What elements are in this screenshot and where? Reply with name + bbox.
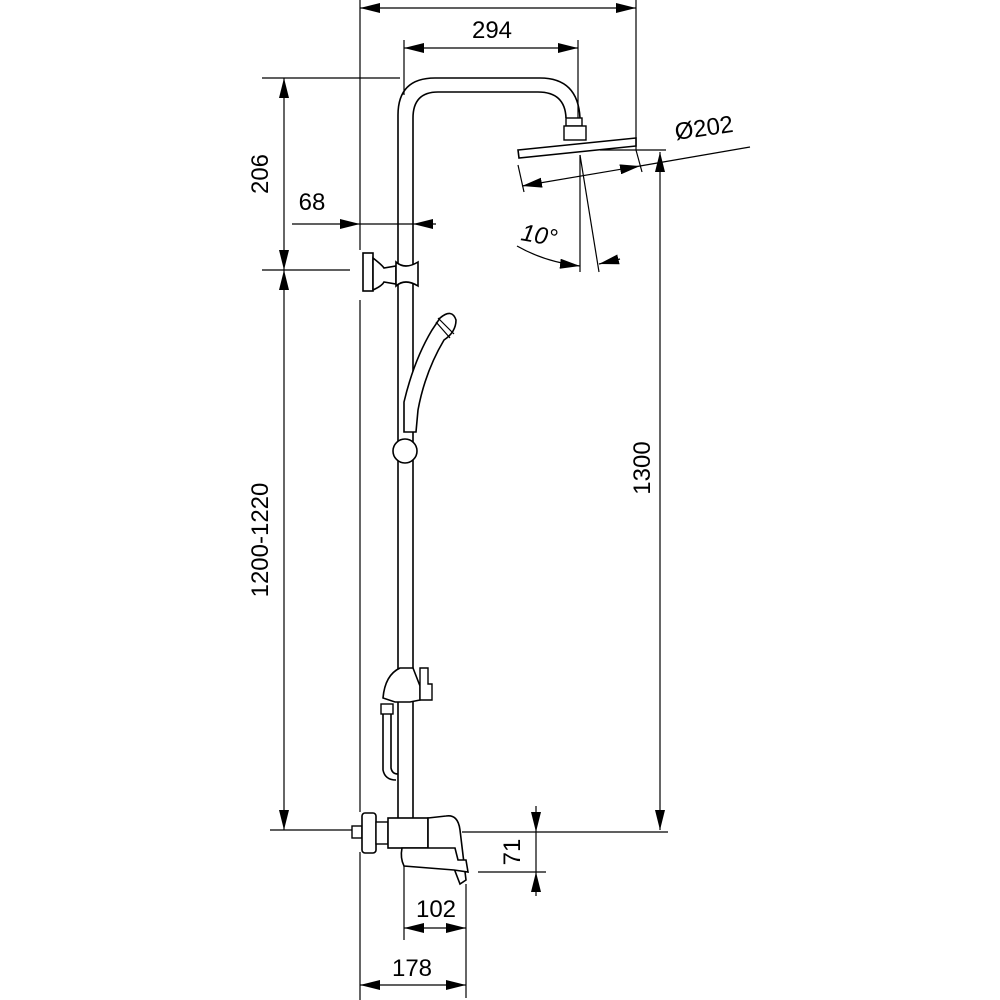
- angle-arc: [516, 245, 581, 269]
- shower-head: [517, 137, 637, 159]
- dim-label-202: Ø202: [673, 111, 735, 146]
- hand-shower: [403, 312, 457, 433]
- head-swivel: [563, 125, 587, 141]
- dim-label-294: 294: [472, 17, 512, 44]
- dim-label-1300: 1300: [629, 441, 656, 494]
- bath-mixer: [351, 812, 469, 886]
- extension-line: [517, 164, 525, 193]
- slider-knob: [392, 438, 418, 464]
- dim-label-102: 102: [416, 896, 456, 923]
- dim-label-206: 206: [247, 154, 274, 194]
- wall-bracket: [362, 252, 419, 292]
- shower-arm-outer: [397, 77, 581, 830]
- shower-arm-inner: [412, 91, 567, 830]
- extension-line: [635, 149, 643, 173]
- diverter: [380, 667, 433, 781]
- angle-arrow: [598, 254, 621, 265]
- dim-label-10deg: 10°: [519, 219, 560, 252]
- dim-label-178: 178: [392, 955, 432, 982]
- arm-connector: [565, 117, 583, 127]
- dim-label-1200-1220: 1200-1220: [247, 483, 274, 598]
- dim-line-202: [521, 164, 641, 188]
- dim-label-68: 68: [299, 189, 326, 216]
- tilt-line: [579, 154, 600, 273]
- dim-label-71: 71: [499, 839, 526, 866]
